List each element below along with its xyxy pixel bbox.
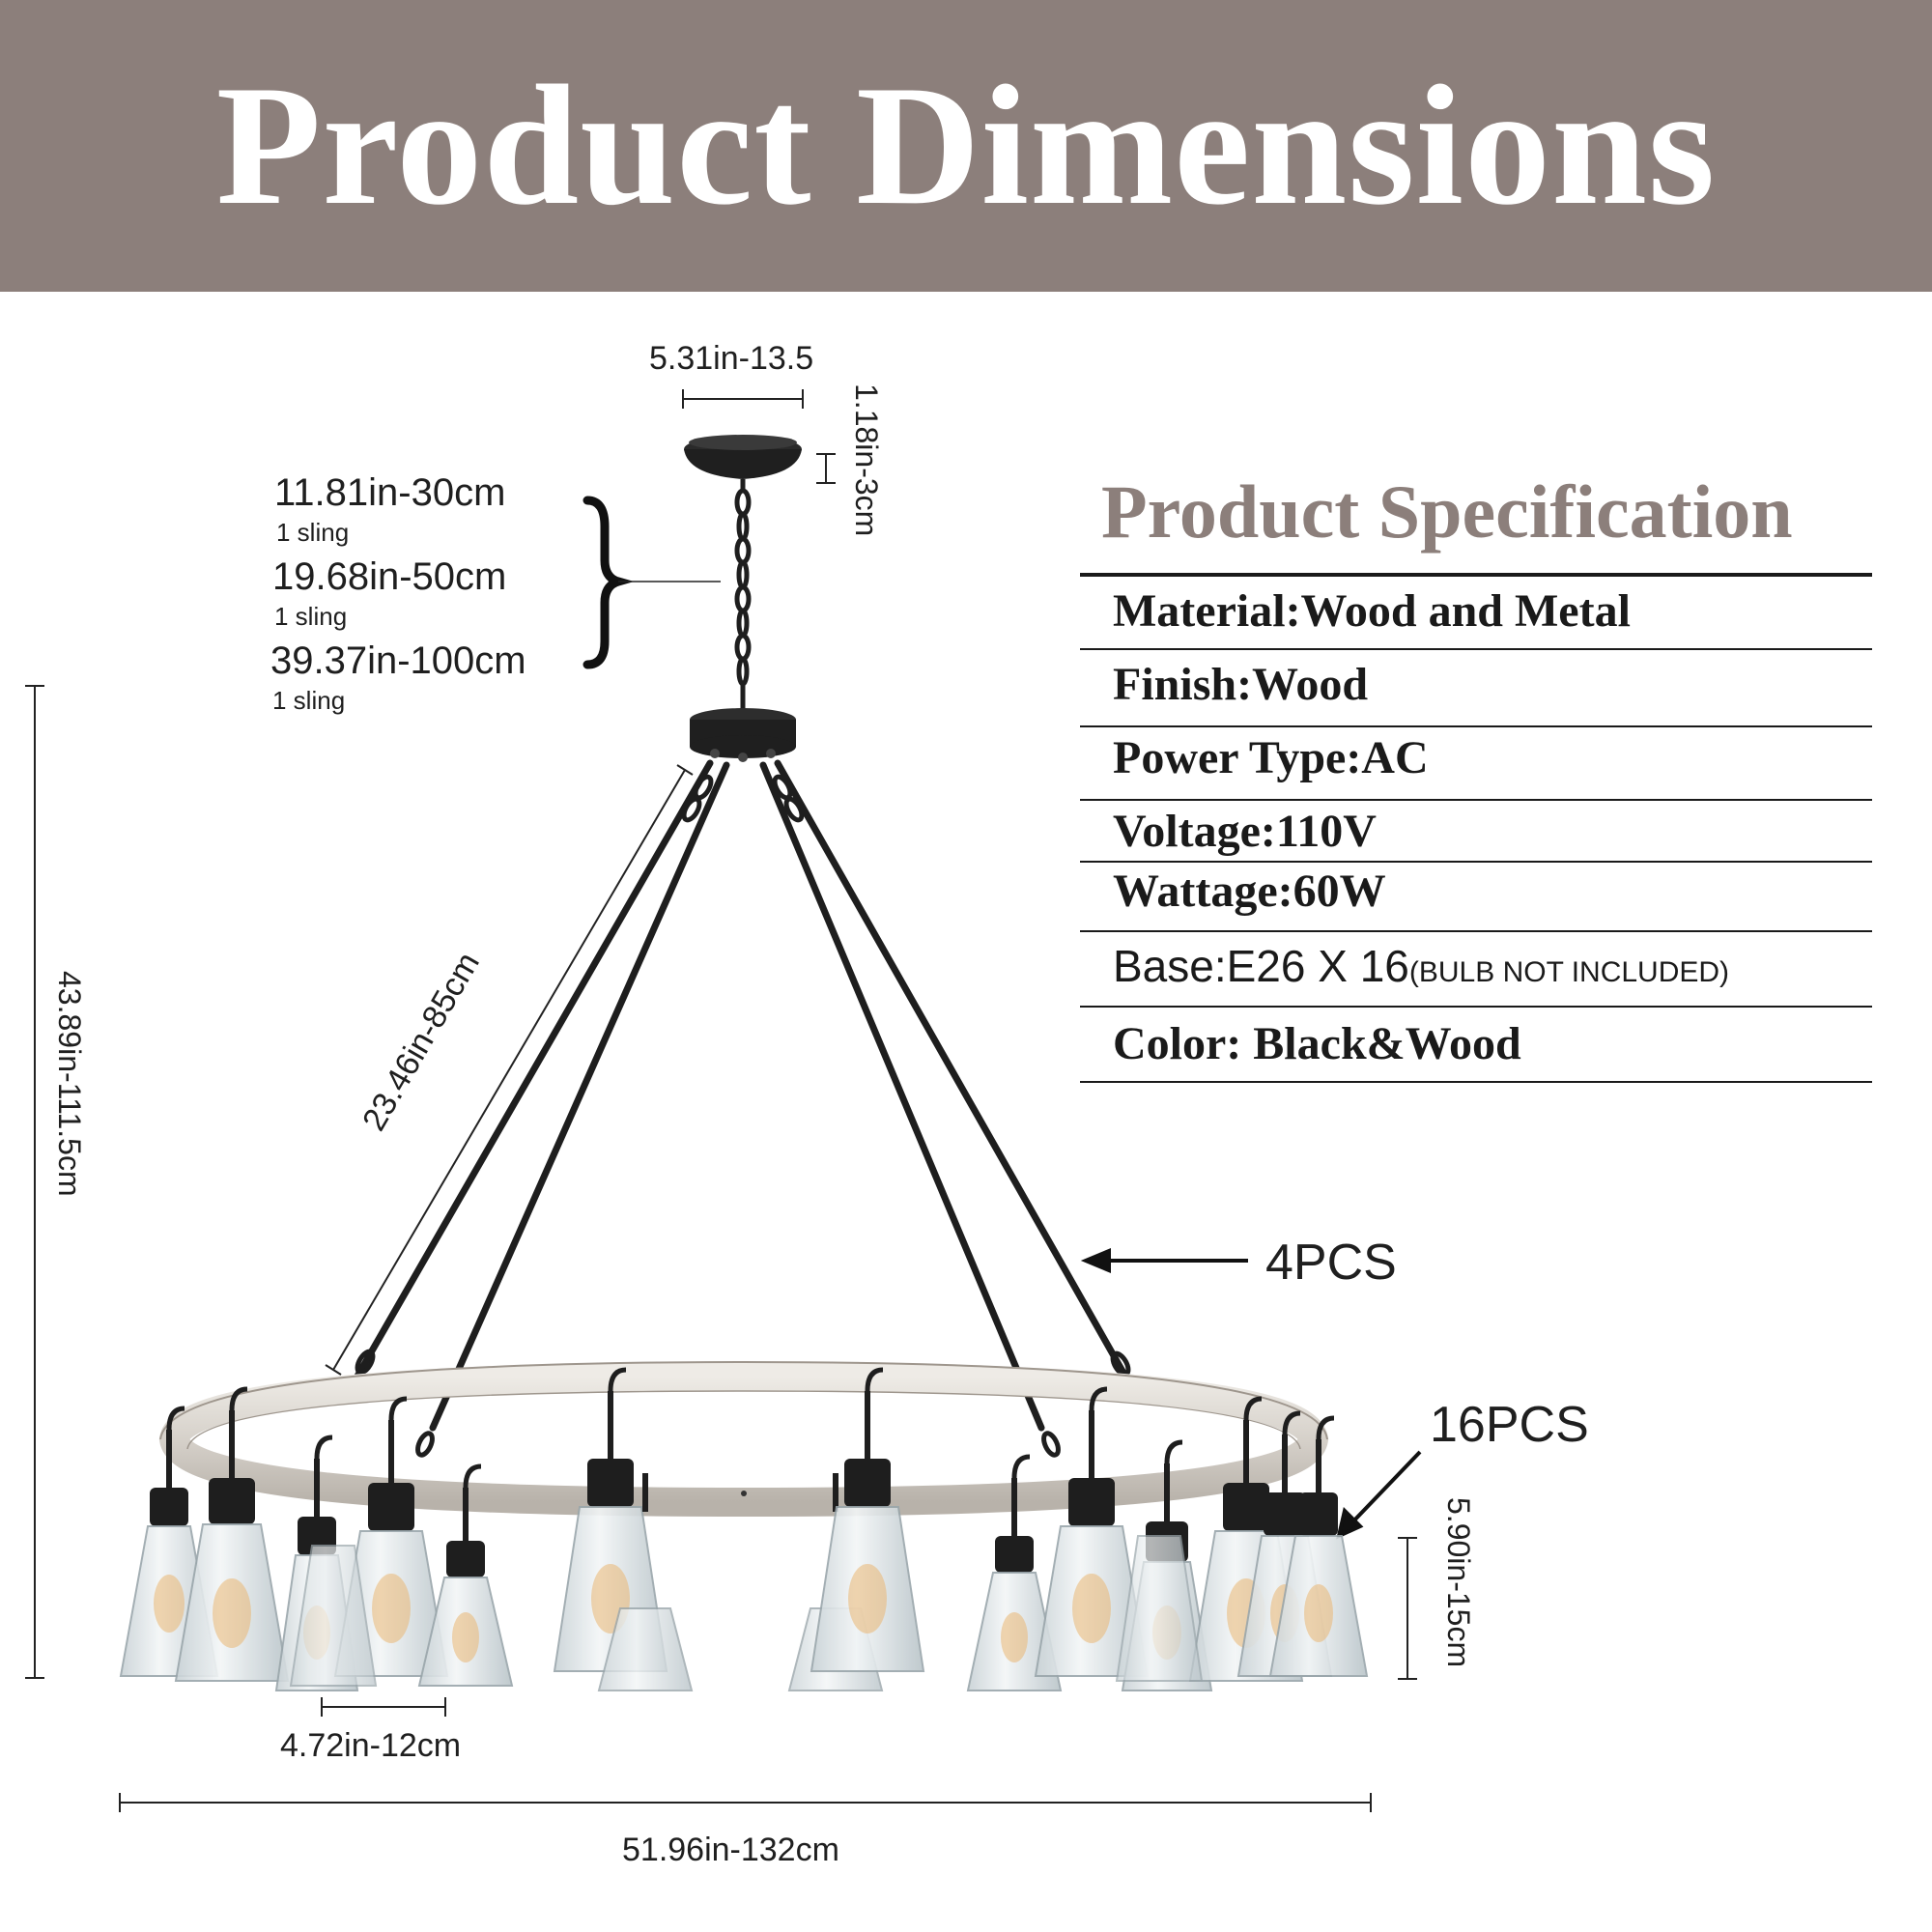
rods-count-label: 4PCS: [1265, 1235, 1397, 1291]
spec-base-note: (BULB NOT INCLUDED): [1408, 956, 1730, 988]
rods-arrow: [1080, 1248, 1248, 1273]
spec-wattage: Wattage:60W: [1113, 866, 1386, 917]
spec-base-text: Base:E26 X 16: [1113, 941, 1409, 991]
shades-count-label: 16PCS: [1430, 1397, 1589, 1453]
ceiling-canopy: [684, 435, 802, 479]
spec-material: Material:Wood and Metal: [1113, 585, 1631, 637]
rod-length-dimension: [325, 764, 694, 1376]
shades-arrow: [1336, 1450, 1422, 1540]
center-hub: [690, 708, 796, 762]
shade-width-label: 4.72in-12cm: [280, 1727, 462, 1764]
canopy-height-label: 1.18in-3cm: [849, 384, 884, 537]
header-band: [0, 0, 1932, 292]
spec-row-wattage: Wattage:60W: [1080, 863, 1872, 932]
chain-options-brace: [582, 496, 635, 669]
chain-option-2-note: 1 sling: [274, 602, 348, 631]
spec-power-type: Power Type:AC: [1113, 732, 1429, 783]
spec-row-voltage: Voltage:110V: [1080, 801, 1872, 863]
spec-row-finish: Finish:Wood: [1080, 650, 1872, 727]
shade-width-dimension: [321, 1697, 446, 1717]
canopy-width-dimension: [682, 389, 804, 409]
spec-base: Base:E26 X 16(BULB NOT INCLUDED): [1113, 940, 1729, 992]
specification-title: Product Specification: [1101, 469, 1793, 554]
chain-option-2-size: 19.68in-50cm: [272, 555, 507, 598]
chain-option-1-note: 1 sling: [276, 518, 350, 547]
total-width-dimension: [119, 1793, 1372, 1812]
chain-option-3-note: 1 sling: [272, 686, 346, 715]
page-title: Product Dimensions: [215, 49, 1717, 241]
spec-color: Color: Black&Wood: [1113, 1018, 1521, 1069]
hanging-chain: [734, 479, 752, 713]
shade-height-label: 5.90in-15cm: [1441, 1497, 1476, 1668]
canopy-height-dimension: [816, 453, 836, 484]
spec-row-color: Color: Black&Wood: [1080, 1008, 1872, 1083]
spec-voltage: Voltage:110V: [1113, 806, 1377, 857]
chain-option-3-size: 39.37in-100cm: [270, 639, 526, 682]
spec-finish: Finish:Wood: [1113, 659, 1369, 710]
rod-chain-links: [355, 774, 1131, 1458]
spec-row-base: Base:E26 X 16(BULB NOT INCLUDED): [1080, 932, 1872, 1008]
total-height-label: 43.89in-111.5cm: [52, 971, 87, 1197]
chain-option-1-size: 11.81in-30cm: [274, 471, 506, 514]
wooden-ring: [158, 1360, 1329, 1518]
total-width-label: 51.96in-132cm: [622, 1832, 839, 1868]
specification-top-rule: [1080, 573, 1872, 577]
total-height-dimension: [25, 685, 44, 1679]
pendant-lights: [119, 1367, 1369, 1691]
shade-height-dimension: [1398, 1537, 1417, 1680]
spec-row-power-type: Power Type:AC: [1080, 727, 1872, 801]
support-rods: [352, 759, 1132, 1432]
canopy-width-label: 5.31in-13.5: [649, 340, 814, 377]
spec-row-material: Material:Wood and Metal: [1080, 577, 1872, 650]
